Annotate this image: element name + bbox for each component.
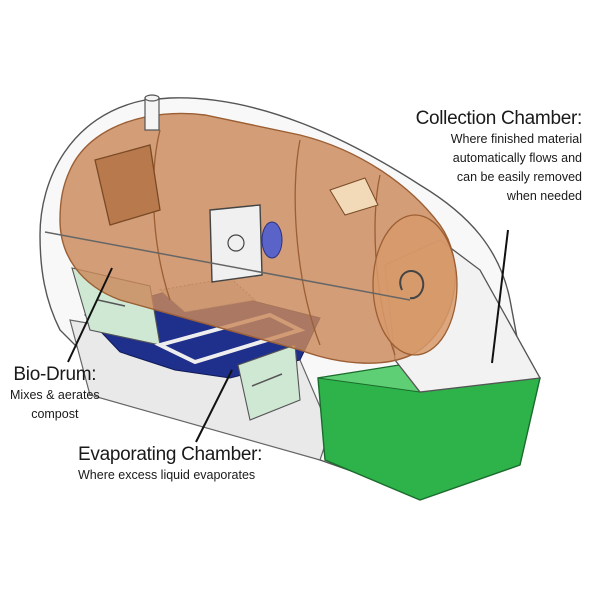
drum-hatch bbox=[329, 177, 379, 216]
drum-end-cap bbox=[372, 214, 458, 356]
vent-pipe-cap bbox=[144, 94, 160, 102]
evaporating-leader-line bbox=[195, 369, 233, 443]
collection-chamber-desc-line: when needed bbox=[506, 189, 582, 203]
bio-drum-callout: Bio-Drum: Mixes & aerates compost bbox=[10, 364, 100, 424]
window-knob bbox=[227, 234, 245, 252]
support-rod bbox=[44, 231, 411, 301]
drum-handle bbox=[399, 270, 425, 300]
bio-drum-desc-line: compost bbox=[31, 407, 79, 421]
collection-chamber-desc-line: automatically flows and bbox=[452, 151, 582, 165]
front-drawer bbox=[237, 344, 301, 421]
front-drawer-handle bbox=[251, 373, 283, 387]
collection-chamber-desc-line: can be easily removed bbox=[456, 170, 582, 184]
biodrum-leader-line bbox=[67, 267, 113, 363]
motor bbox=[261, 221, 283, 259]
collection-chamber-callout: Collection Chamber: Where finished mater… bbox=[415, 108, 583, 206]
vent-pipe bbox=[144, 97, 160, 131]
bio-drum-desc-line: Mixes & aerates bbox=[10, 388, 100, 402]
collection-chamber-desc-line: Where finished material bbox=[450, 132, 582, 146]
evaporating-chamber-desc-line: Where excess liquid evaporates bbox=[78, 468, 256, 482]
collection-chamber-title: Collection Chamber: bbox=[415, 108, 583, 129]
bio-drum-title: Bio-Drum: bbox=[13, 364, 97, 385]
side-window bbox=[209, 204, 263, 283]
collection-leader-line bbox=[491, 229, 509, 364]
drum-rib-2 bbox=[294, 139, 321, 346]
evaporating-chamber-title: Evaporating Chamber: bbox=[78, 444, 263, 465]
evaporating-chamber-callout: Evaporating Chamber: Where excess liquid… bbox=[78, 444, 262, 485]
left-drawer-handle bbox=[97, 299, 126, 307]
drum-access-door bbox=[94, 144, 161, 226]
